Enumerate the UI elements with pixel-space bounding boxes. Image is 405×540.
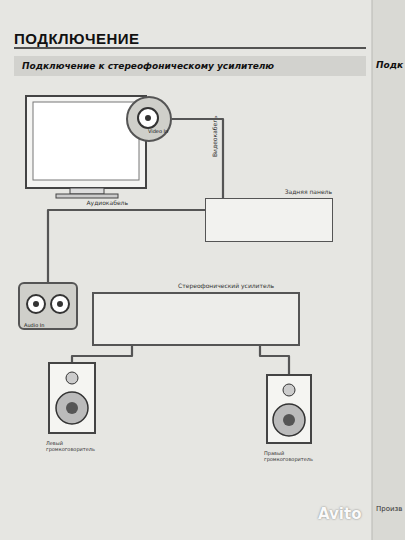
cable-label: Аудиокабель [87,199,128,207]
rca-jack [138,108,158,128]
node-label: Левый громкоговоритель [46,440,106,452]
dvd-rear-panel: Задняя панель [205,198,333,242]
page-title: ПОДКЛЮЧЕНИЕ [14,30,140,47]
watermark: Avito [318,510,361,518]
left-speaker: Левый громкоговоритель [48,362,96,434]
rca-jack [51,295,69,313]
cable [72,346,132,362]
woofer-cone [66,402,78,414]
node-graphic [50,364,98,436]
cut-off-heading: Подк [376,61,403,69]
page-fold [372,0,373,540]
audio-in-callout: Audio In [18,282,78,330]
woofer [273,404,305,436]
node-label: Стереофонический усилитель [178,282,274,290]
next-page [372,0,405,540]
node-label: Video In [148,128,168,134]
section-band: Подключение к стереофоническому усилител… [14,56,366,76]
tweeter [283,384,295,396]
stereo-amplifier: Стереофонический усилитель [92,292,300,346]
right-speaker: Правый громкоговоритель [266,374,312,444]
cable [260,346,289,374]
rca-jack [27,295,45,313]
tweeter [66,372,78,384]
woofer-cone [283,414,295,426]
node-label: Задняя панель [285,188,332,196]
node-label: Подключение к стереофоническому усилител… [22,61,274,71]
cut-off-text: Произв [376,505,402,513]
rca-pin [33,301,39,307]
cable [48,210,205,282]
cable [172,119,223,198]
woofer [56,392,88,424]
rca-pin [57,301,63,307]
video-in-callout: Video In [126,96,172,142]
rca-pin [145,115,151,121]
cable-label: Видеокабель [211,115,219,157]
node-graphic [128,98,174,144]
title-rule [14,47,366,49]
node-graphic [268,376,314,446]
node-label: Правый громкоговоритель [264,450,324,462]
node-label: Audio In [24,322,44,328]
